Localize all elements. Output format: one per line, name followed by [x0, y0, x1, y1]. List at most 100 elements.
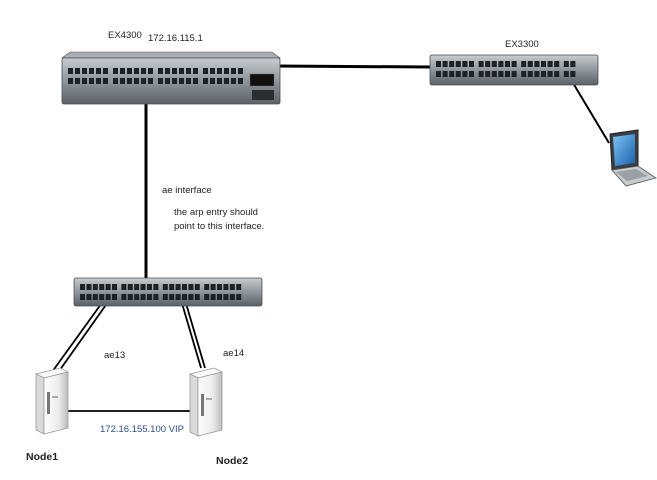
switch-port [534, 71, 540, 77]
switch-port [121, 284, 127, 290]
switch-port [112, 284, 117, 290]
switch-port [172, 68, 177, 74]
switch-port [455, 61, 461, 67]
switch-port [141, 78, 146, 84]
switch-port [147, 284, 152, 290]
switch-port [153, 294, 159, 300]
switch-port [442, 71, 448, 77]
switch-port [127, 284, 133, 290]
switch-port [436, 71, 441, 77]
switch-port [462, 71, 468, 77]
switch-port [224, 78, 229, 84]
switch-port [172, 78, 177, 84]
switch-port [570, 71, 576, 77]
switch-port [527, 71, 533, 77]
switch-port [217, 294, 222, 300]
switch-port [229, 294, 235, 300]
switch-port [229, 284, 235, 290]
switch-port [238, 68, 243, 74]
switch-port [210, 68, 215, 74]
switch-port [165, 68, 170, 74]
switch-port [162, 284, 168, 290]
switch-port [121, 294, 127, 300]
switch-port [554, 71, 560, 77]
switch-port [194, 294, 200, 300]
switch-port [238, 78, 243, 84]
switch-port [134, 284, 140, 290]
switch-port [169, 294, 175, 300]
switch-port [68, 78, 73, 84]
switch-port [541, 71, 546, 77]
ex3300-switch-icon [429, 54, 599, 86]
switch-port [105, 294, 111, 300]
switch-port [570, 61, 576, 67]
switch-port [210, 294, 216, 300]
switch-port [175, 284, 181, 290]
switch-port [442, 61, 448, 67]
switch-port [231, 68, 236, 74]
switch-port [120, 78, 125, 84]
switch-port [127, 78, 132, 84]
switch-port [511, 71, 517, 77]
access-switch-icon [73, 277, 263, 307]
switch-port [554, 61, 560, 67]
switch-port [96, 68, 101, 74]
ex4300-ip-label: 172.16.115.1 [148, 33, 203, 44]
switch-port [217, 68, 222, 74]
switch-port [186, 68, 191, 74]
switch-port [491, 61, 497, 67]
switch-port [182, 284, 187, 290]
switch-port [511, 61, 517, 67]
arp-note-line2: point to this interface. [174, 221, 265, 232]
node2-label: Node2 [216, 455, 249, 467]
switch-port [194, 284, 200, 290]
switch-port [148, 68, 153, 74]
switch-port [203, 68, 208, 74]
switch-port [113, 68, 118, 74]
switch-port [449, 61, 455, 67]
switch-port [193, 68, 198, 74]
switch-port [140, 294, 146, 300]
switch-port [179, 68, 184, 74]
switch-port [82, 78, 87, 84]
switch-port [169, 284, 175, 290]
switch-port [92, 294, 98, 300]
switch-port [158, 78, 163, 84]
switch-port [521, 71, 527, 77]
switch-port [563, 71, 569, 77]
switch-port [485, 61, 491, 67]
switch-port [86, 294, 92, 300]
switch-port [89, 78, 94, 84]
switch-port [80, 284, 85, 290]
vip-label: 172.16.155.100 VIP [100, 424, 184, 435]
ex4300-switch-icon [61, 51, 281, 105]
node1-label: Node1 [26, 451, 59, 463]
switch-port [162, 294, 168, 300]
switch-port [113, 78, 118, 84]
switch-port [89, 68, 94, 74]
ae13-label: ae13 [104, 350, 126, 361]
switch-port [534, 61, 540, 67]
switch-port [134, 68, 139, 74]
switch-port [541, 61, 546, 67]
switch-port [147, 294, 152, 300]
switch-port [148, 78, 153, 84]
ae-interface-label: ae interface [162, 185, 212, 196]
switch-port [563, 61, 569, 67]
switch-port [92, 284, 98, 290]
switch-port [112, 294, 117, 300]
switch-port [204, 284, 210, 290]
switch-port [175, 294, 181, 300]
switch-port [120, 68, 125, 74]
laptop-icon [609, 129, 657, 187]
switch-port [105, 284, 111, 290]
switch-port [217, 78, 222, 84]
switch-port [153, 284, 159, 290]
switch-port [455, 71, 461, 77]
switch-port [140, 284, 146, 290]
switch-port [158, 68, 163, 74]
switch-port [485, 71, 491, 77]
connections [51, 64, 610, 412]
switch-port [498, 71, 504, 77]
switch-port [204, 294, 210, 300]
